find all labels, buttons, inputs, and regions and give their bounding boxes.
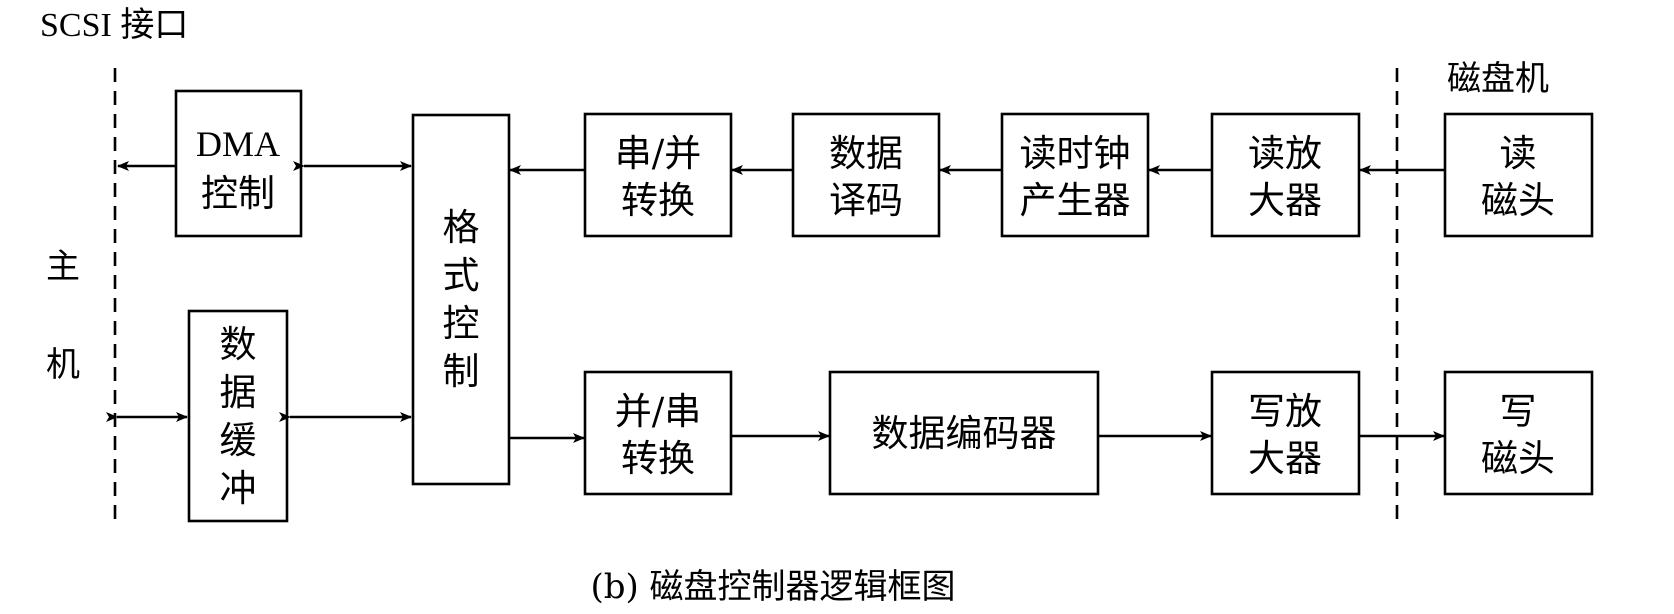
format-control-label-4: 制 bbox=[443, 350, 480, 393]
data-buffer-label-3: 缓 bbox=[220, 419, 257, 462]
data-decode-label-1: 数据 bbox=[829, 132, 903, 175]
data-encoder-block bbox=[828, 370, 1100, 496]
parallel-to-serial-label-2: 转换 bbox=[621, 437, 695, 480]
data-buffer-label-1: 数 bbox=[220, 323, 257, 366]
interface-label: SCSI 接口 bbox=[40, 7, 188, 44]
parallel-to-serial-label-1: 并/串 bbox=[615, 390, 701, 433]
format-control-label-3: 控 bbox=[443, 302, 480, 345]
write-amplifier-block bbox=[1210, 370, 1361, 496]
write-amplifier-label-2: 大器 bbox=[1248, 437, 1322, 480]
read-clock-generator-block bbox=[1000, 112, 1150, 238]
host-label-1: 主 bbox=[46, 247, 80, 287]
read-head-label-2: 磁头 bbox=[1481, 179, 1555, 222]
format-control-block bbox=[411, 113, 511, 486]
serial-to-parallel-label-1: 串/并 bbox=[615, 132, 701, 175]
dma-control-block bbox=[174, 89, 303, 238]
dma-control-label-1: DMA bbox=[196, 124, 280, 164]
read-amplifier-block bbox=[1210, 112, 1361, 238]
data-decode-label-2: 译码 bbox=[829, 179, 903, 222]
serial-to-parallel-label-2: 转换 bbox=[621, 179, 695, 222]
figure-caption: (b) 磁盘控制器逻辑框图 bbox=[590, 567, 955, 607]
dma-control-label-2: 控制 bbox=[201, 172, 275, 215]
format-control-label-1: 格 bbox=[443, 206, 480, 249]
read-clock-label-1: 读时钟 bbox=[1020, 132, 1131, 175]
read-head-label-1: 读 bbox=[1500, 132, 1537, 175]
drive-label: 磁盘机 bbox=[1447, 59, 1549, 99]
data-buffer-label-4: 冲 bbox=[220, 467, 257, 510]
write-amplifier-label-1: 写放 bbox=[1248, 390, 1322, 433]
format-control-label-2: 式 bbox=[443, 254, 480, 297]
data-decode-block bbox=[791, 112, 941, 238]
read-head-block bbox=[1443, 112, 1594, 238]
data-encoder-label: 数据编码器 bbox=[872, 412, 1057, 455]
host-label-2: 机 bbox=[46, 345, 80, 385]
parallel-to-serial-block bbox=[583, 370, 733, 496]
read-amplifier-label-1: 读放 bbox=[1248, 132, 1322, 175]
read-amplifier-label-2: 大器 bbox=[1248, 179, 1322, 222]
write-head-block bbox=[1443, 370, 1594, 496]
data-buffer-block bbox=[187, 309, 289, 523]
write-head-label-1: 写 bbox=[1500, 390, 1537, 433]
write-head-label-2: 磁头 bbox=[1481, 437, 1555, 480]
serial-to-parallel-block bbox=[583, 112, 733, 238]
read-clock-label-2: 产生器 bbox=[1020, 179, 1131, 222]
data-buffer-label-2: 据 bbox=[220, 371, 257, 414]
